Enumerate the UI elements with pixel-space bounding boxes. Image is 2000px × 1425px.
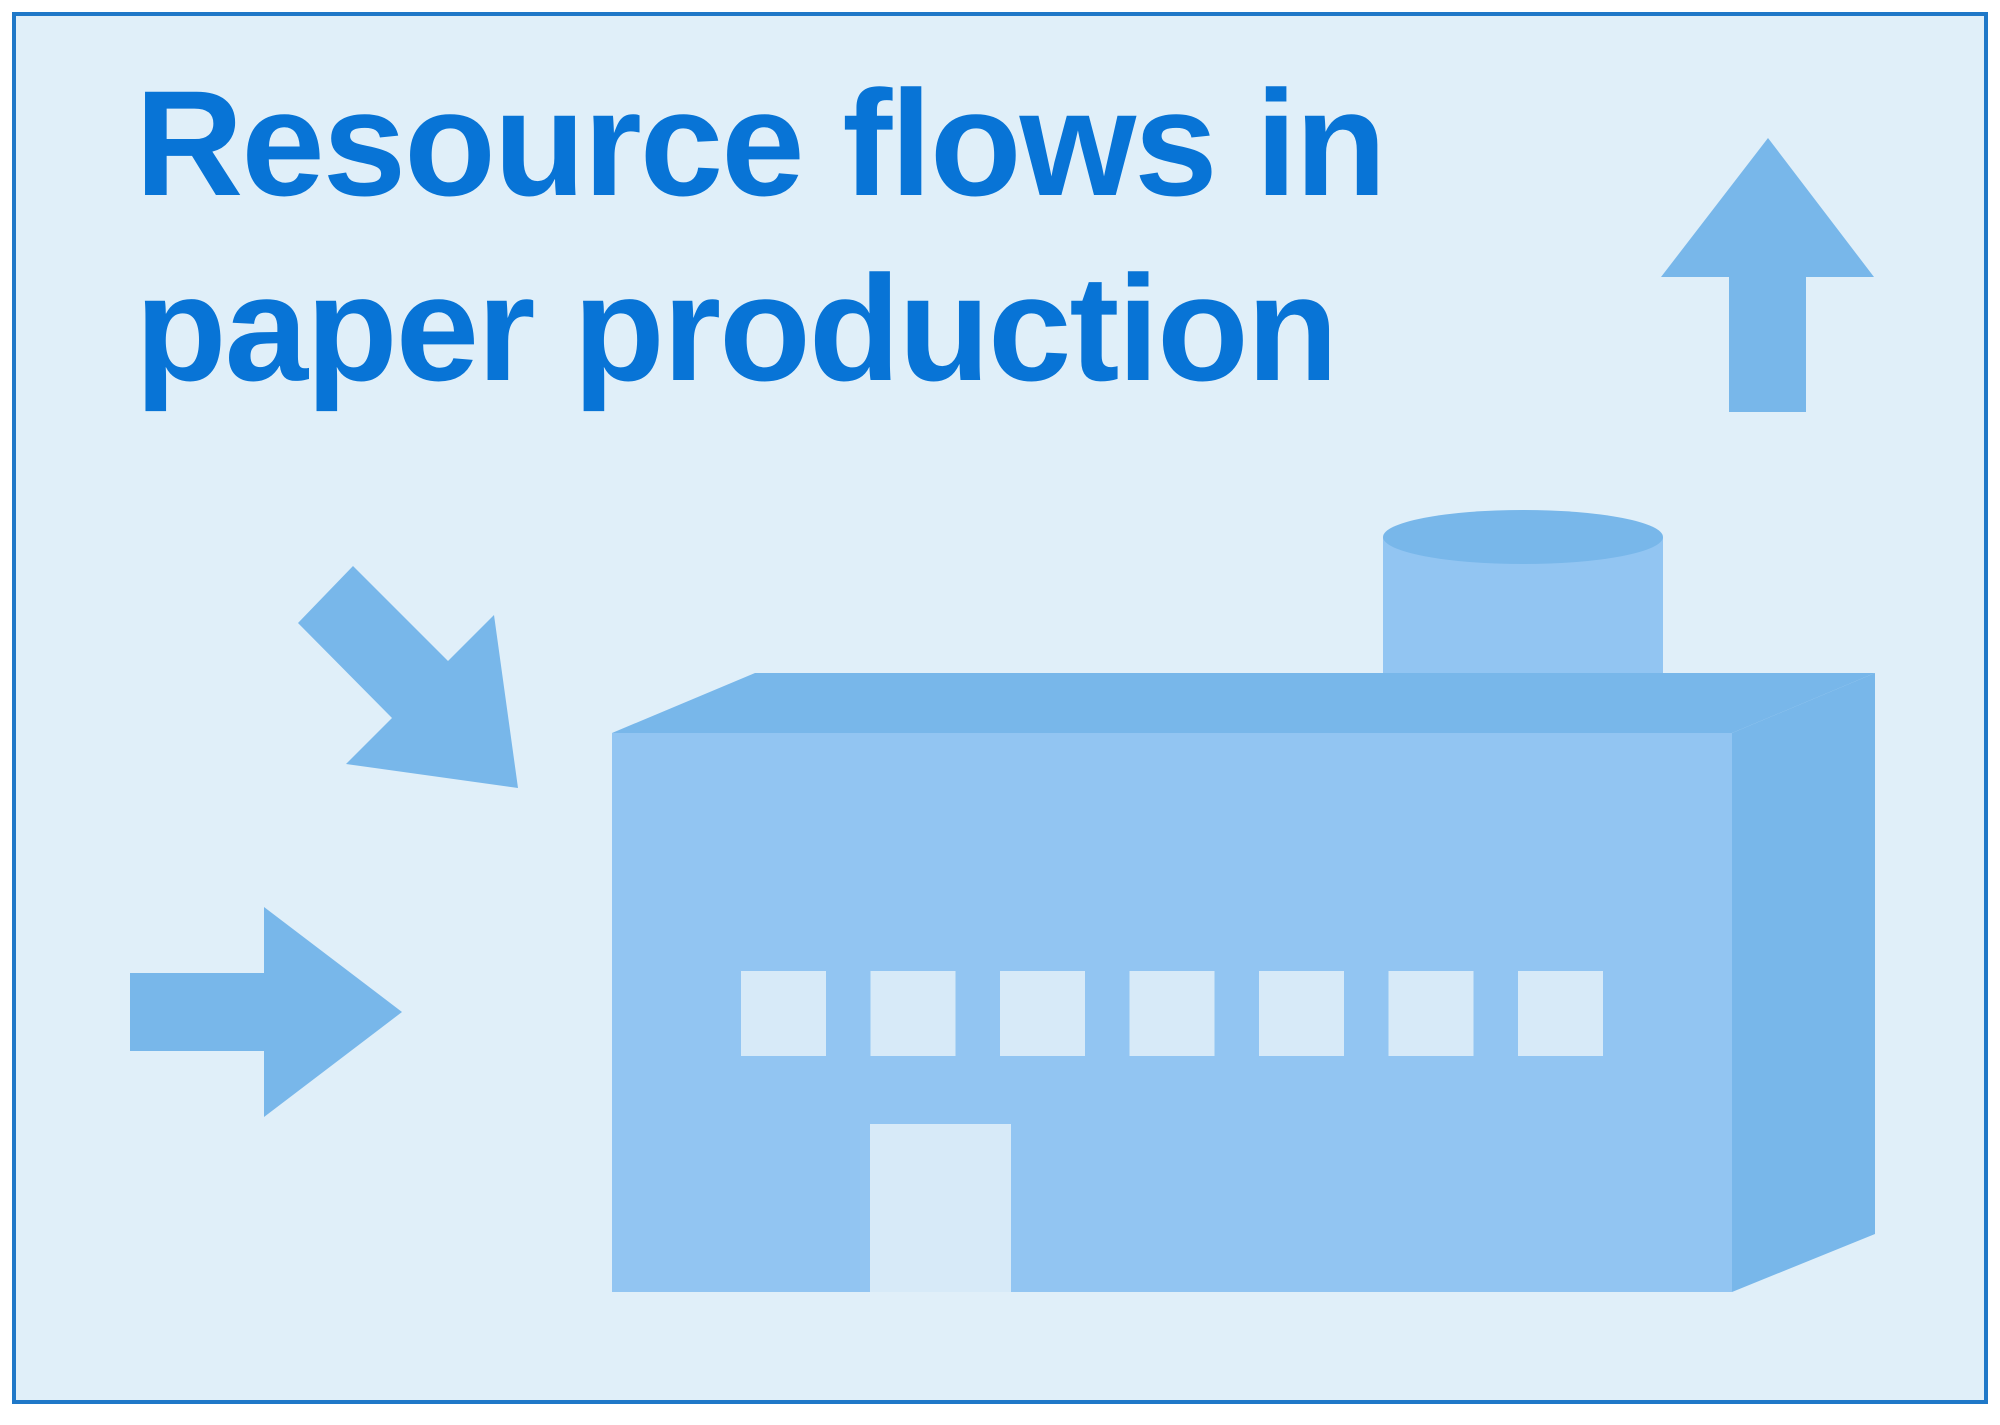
building-window bbox=[1259, 971, 1344, 1056]
arrow-down-right-icon bbox=[298, 566, 518, 788]
tank-top bbox=[1383, 510, 1663, 564]
factory-icon bbox=[612, 510, 1875, 1292]
building-window bbox=[1129, 971, 1215, 1056]
arrow-up-icon bbox=[1661, 138, 1874, 412]
building-window bbox=[1000, 971, 1085, 1056]
building-window bbox=[870, 971, 956, 1056]
arrow-right-icon bbox=[130, 907, 402, 1117]
building-window bbox=[1518, 971, 1603, 1056]
building-roof bbox=[612, 673, 1875, 733]
building-side bbox=[1732, 673, 1875, 1292]
title-line-2: paper production bbox=[135, 244, 1336, 412]
building-door bbox=[870, 1124, 1011, 1292]
title-line-1: Resource flows in bbox=[135, 59, 1385, 227]
building-window bbox=[1388, 971, 1474, 1056]
windows-row bbox=[741, 971, 1603, 1056]
building-window bbox=[741, 971, 826, 1056]
